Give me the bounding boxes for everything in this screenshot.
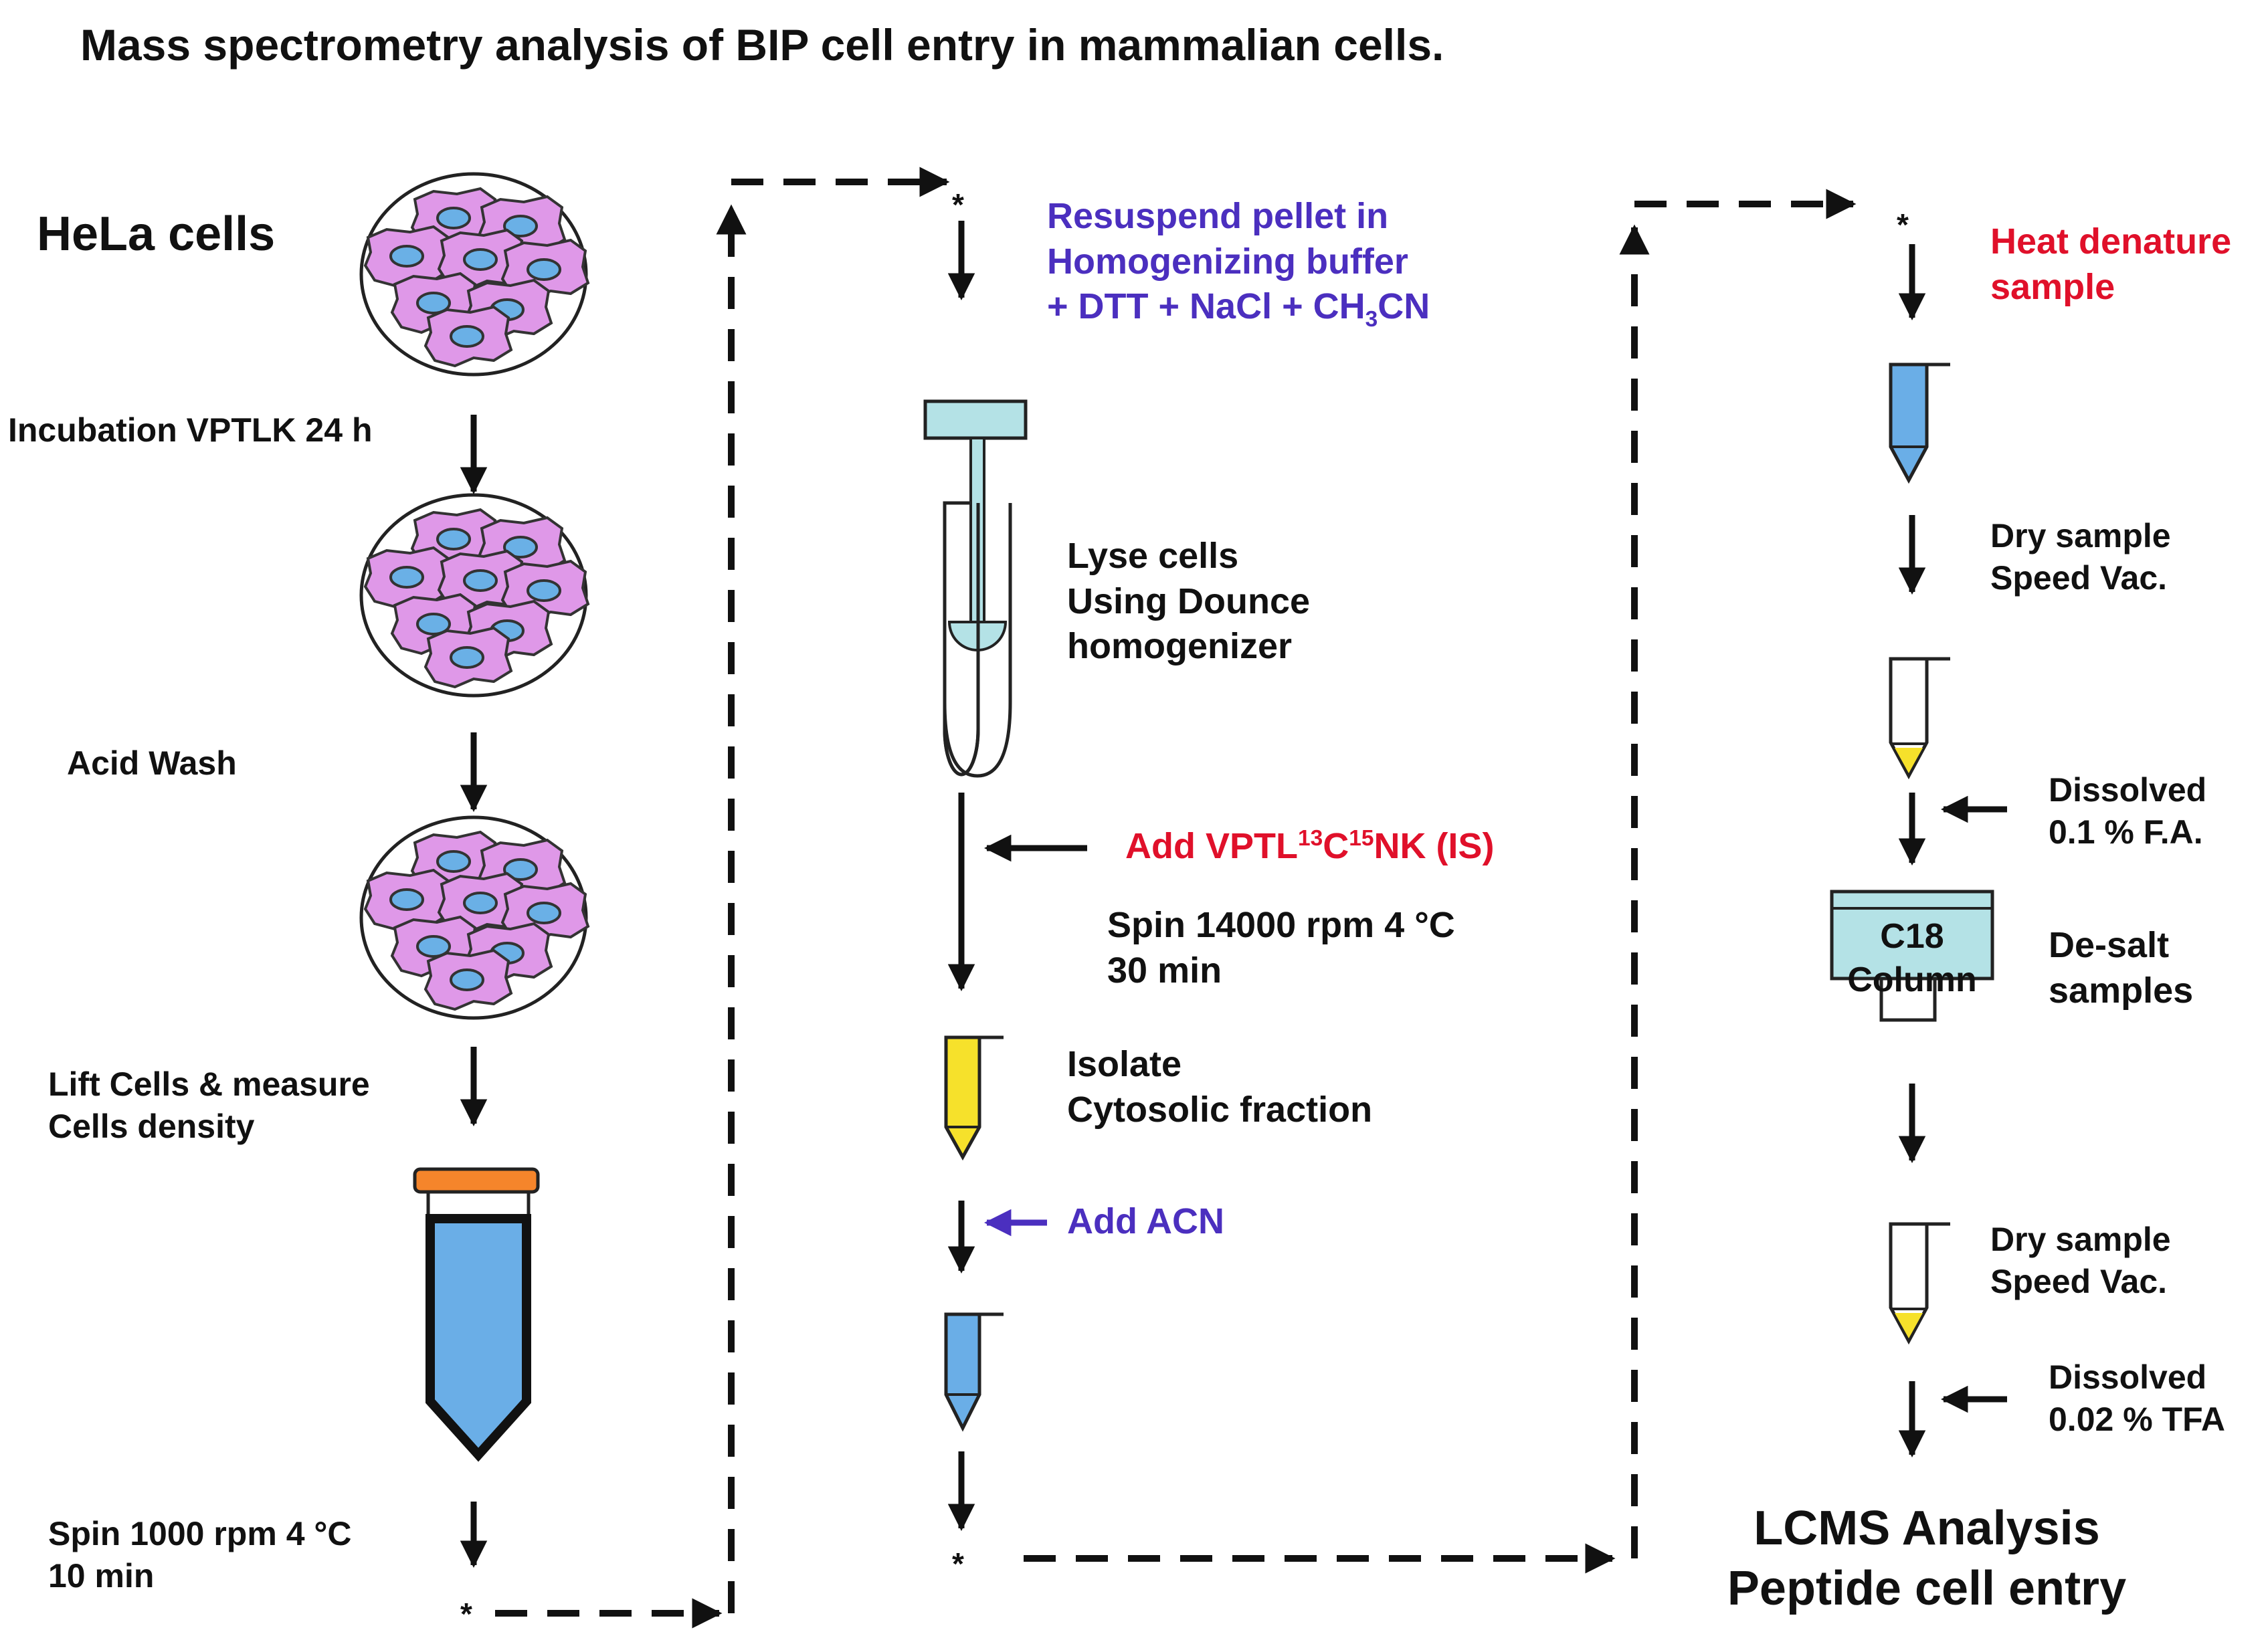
lcms-line1: LCMS Analysis xyxy=(1754,1502,2100,1555)
step-lift-cells-line2: Cells density xyxy=(48,1107,255,1145)
c18-label-line1: C18 xyxy=(1880,917,1944,956)
add-acn-text: Add ACN xyxy=(1067,1201,1224,1241)
asterisk-c3-top: * xyxy=(1897,207,1909,242)
lyse-line1: Lyse cells xyxy=(1067,536,1239,576)
lcms-analysis-text: LCMS Analysis Peptide cell entry xyxy=(1693,1498,2161,1619)
spin-14000-text: Spin 14000 rpm 4 °C 30 min xyxy=(1107,903,1455,993)
dry1-line1: Dry sample xyxy=(1990,517,2171,554)
step-lift-cells: Lift Cells & measure Cells density xyxy=(48,1063,370,1147)
resuspend-line1: Resuspend pellet in xyxy=(1047,196,1389,236)
step-lift-cells-line1: Lift Cells & measure xyxy=(48,1065,370,1103)
dry-tube-2-icon xyxy=(1889,1222,1950,1345)
dry-tube-1-icon xyxy=(1889,657,1950,780)
resuspend-pellet-text: Resuspend pellet in Homogenizing buffer … xyxy=(1047,194,1430,334)
lyse-line2: Using Dounce xyxy=(1067,581,1311,621)
isolate-line1: Isolate xyxy=(1067,1044,1182,1084)
conical-tube-icon xyxy=(413,1167,540,1462)
heat-line2: sample xyxy=(1990,266,2115,307)
resuspend-line2: Homogenizing buffer xyxy=(1047,241,1408,282)
asterisk-c1: * xyxy=(460,1597,472,1631)
heat-line1: Heat denature xyxy=(1990,221,2232,262)
asterisk-c2-bottom: * xyxy=(952,1546,964,1581)
hela-dish-1-icon xyxy=(361,174,588,375)
hela-dish-2-icon xyxy=(361,495,588,696)
step-incubation: Incubation VPTLK 24 h xyxy=(8,411,373,449)
desalt-text: De-salt samples xyxy=(2049,923,2193,1013)
add-internal-standard-text: Add VPTL13C15NK (IS) xyxy=(1125,826,1495,866)
dissolved1-line1: Dissolved xyxy=(2049,771,2207,809)
lyse-line3: homogenizer xyxy=(1067,626,1293,666)
dissolved-fa-text: Dissolved 0.1 % F.A. xyxy=(2049,769,2206,853)
c18-column-label: C18 Column xyxy=(1832,915,1992,1002)
spin-14000-line1: Spin 14000 rpm 4 °C xyxy=(1107,905,1455,945)
dry-sample-2-text: Dry sample Speed Vac. xyxy=(1990,1219,2171,1302)
lcms-line2: Peptide cell entry xyxy=(1727,1562,2127,1615)
dissolved-tfa-text: Dissolved 0.02 % TFA xyxy=(2049,1356,2225,1440)
isolate-cytosolic-text: Isolate Cytosolic fraction xyxy=(1067,1042,1372,1132)
desalt-line1: De-salt xyxy=(2049,925,2170,965)
hela-cells-heading: HeLa cells xyxy=(37,207,276,261)
asterisk-c2-top: * xyxy=(952,187,964,222)
c18-label-line2: Column xyxy=(1847,960,1977,999)
c18-column-icon xyxy=(1830,890,1994,1022)
dissolved2-line1: Dissolved xyxy=(2049,1358,2207,1396)
hela-dish-3-icon xyxy=(361,817,588,1018)
lyse-cells-text: Lyse cells Using Dounce homogenizer xyxy=(1067,534,1310,670)
dounce-homogenizer-icon xyxy=(923,399,1028,778)
page-title: Mass spectrometry analysis of BIP cell e… xyxy=(80,20,1444,70)
resuspend-line3: + DTT + NaCl + CH3CN xyxy=(1047,286,1430,332)
dry1-line2: Speed Vac. xyxy=(1990,558,2168,597)
heat-denature-text: Heat denature sample xyxy=(1990,219,2231,310)
yellow-tube-icon xyxy=(944,1035,1004,1161)
dissolved2-line2: 0.02 % TFA xyxy=(2049,1400,2225,1438)
isolate-line2: Cytosolic fraction xyxy=(1067,1089,1373,1130)
blue-tube-c3-icon xyxy=(1889,363,1950,484)
step-spin-1000-line2: 10 min xyxy=(48,1556,155,1595)
desalt-line2: samples xyxy=(2049,970,2194,1011)
step-spin-1000: Spin 1000 rpm 4 °C 10 min xyxy=(48,1513,352,1597)
dissolved1-line2: 0.1 % F.A. xyxy=(2049,813,2203,851)
dry2-line1: Dry sample xyxy=(1990,1221,2171,1258)
dry-sample-1-text: Dry sample Speed Vac. xyxy=(1990,515,2171,599)
spin-14000-line2: 30 min xyxy=(1107,950,1222,991)
step-acid-wash: Acid Wash xyxy=(67,744,237,782)
blue-tube-c2-icon xyxy=(944,1312,1004,1432)
dry2-line2: Speed Vac. xyxy=(1990,1262,2168,1300)
step-spin-1000-line1: Spin 1000 rpm 4 °C xyxy=(48,1515,352,1552)
